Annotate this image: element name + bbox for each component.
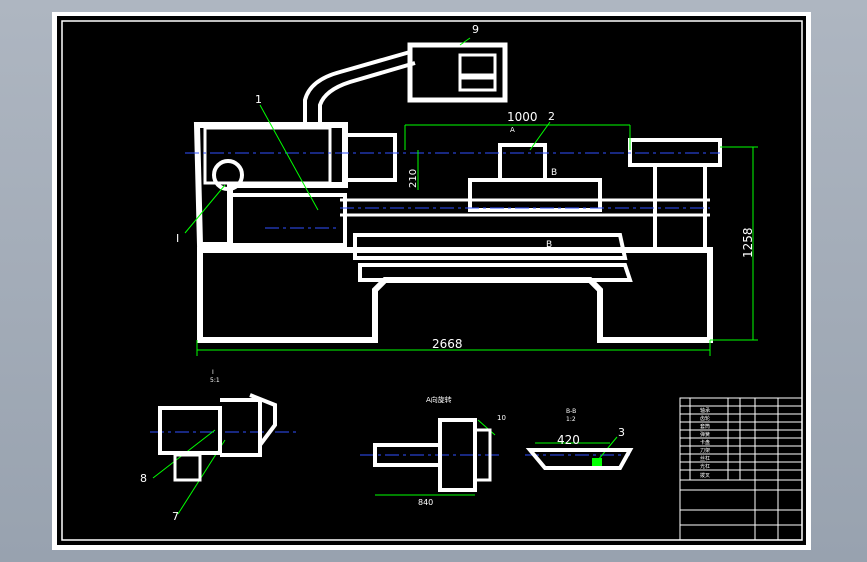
headstock-inner [203,126,332,185]
leader-9 [459,37,471,46]
inner-border [61,20,803,541]
section-a: A [510,126,515,134]
feed-rod [340,198,710,217]
detail-bearing [220,398,262,457]
bed-rail-lower [358,263,633,282]
control-panel-buttons [458,76,497,92]
tb-row-3: 套筒 [700,423,710,430]
detail-housing [158,406,222,455]
carriage [468,178,602,212]
section-b-upper: B [551,168,557,178]
leader-10 [477,419,496,436]
detail-i-scale: 5:1 [210,377,220,384]
tb-row-5: 卡盘 [700,439,710,446]
dim-840: 840 [418,498,433,507]
lathe-main-view [193,50,722,343]
bed-rail-upper [353,233,628,260]
section-labels: B B A B-B 1:2 A向旋转 I 5:1 [210,126,576,423]
leader-I [184,184,226,234]
dimension-labels: 2668 1258 1000 210 420 840 [408,110,755,507]
control-box-outline [407,42,508,103]
coolant-pipe [303,50,416,125]
tb-row-1: 轴承 [700,407,710,414]
view-a-flange [438,418,477,492]
part-label-3: 3 [618,426,625,439]
center-lines [150,152,720,456]
part-label-8: 8 [140,472,147,485]
detail-i-view [158,393,277,482]
dim-1258: 1258 [741,227,755,258]
leader-1 [259,104,319,211]
tailstock-base [653,163,707,252]
gear-circle [212,159,244,191]
tb-row-8: 光杠 [700,463,710,470]
part-label-9: 9 [472,23,479,36]
section-b-lower: B [546,240,552,250]
tailstock [628,138,722,167]
chuck [343,133,397,182]
tb-row-2: 齿轮 [700,415,710,422]
section-bb-title: B-B [566,408,576,415]
part-label-1: 1 [255,93,262,106]
headstock [193,122,348,248]
title-block [679,397,803,541]
title-block-text: 轴承 齿轮 套筒 弹簧 卡盘 刀架 丝杠 光杠 拨叉 [700,407,710,479]
part-label-I: I [176,232,179,245]
tb-row-6: 刀架 [700,448,710,454]
dimension-lines [152,37,758,515]
detail-cover [249,393,277,447]
tb-row-9: 拨叉 [700,472,710,479]
control-box [407,42,508,103]
view-a-cap [475,428,492,482]
view-a [373,418,492,492]
control-panel-screen [458,53,497,77]
view-a-title: A向旋转 [426,395,452,404]
section-bb [525,448,634,470]
part-label-10: 10 [497,414,506,422]
tb-row-4: 弹簧 [700,431,710,438]
dim-420: 420 [557,433,580,447]
apron [228,193,347,247]
dim-2668: 2668 [432,337,463,351]
section-bb-profile [525,448,634,470]
part-labels: 1 2 3 7 8 9 10 I [140,23,625,523]
detail-i-title: I [212,369,214,376]
section-bb-hatch [592,458,602,466]
section-bb-scale: 1:2 [566,416,576,423]
title-block-outline [679,397,803,541]
leader-2 [529,121,551,151]
dim-1000: 1000 [507,110,538,124]
detail-gear [173,453,202,482]
part-label-7: 7 [172,510,179,523]
tool-post [498,143,547,182]
tb-row-7: 丝杠 [700,455,710,462]
dim-210: 210 [408,169,419,188]
part-label-2: 2 [548,110,555,123]
